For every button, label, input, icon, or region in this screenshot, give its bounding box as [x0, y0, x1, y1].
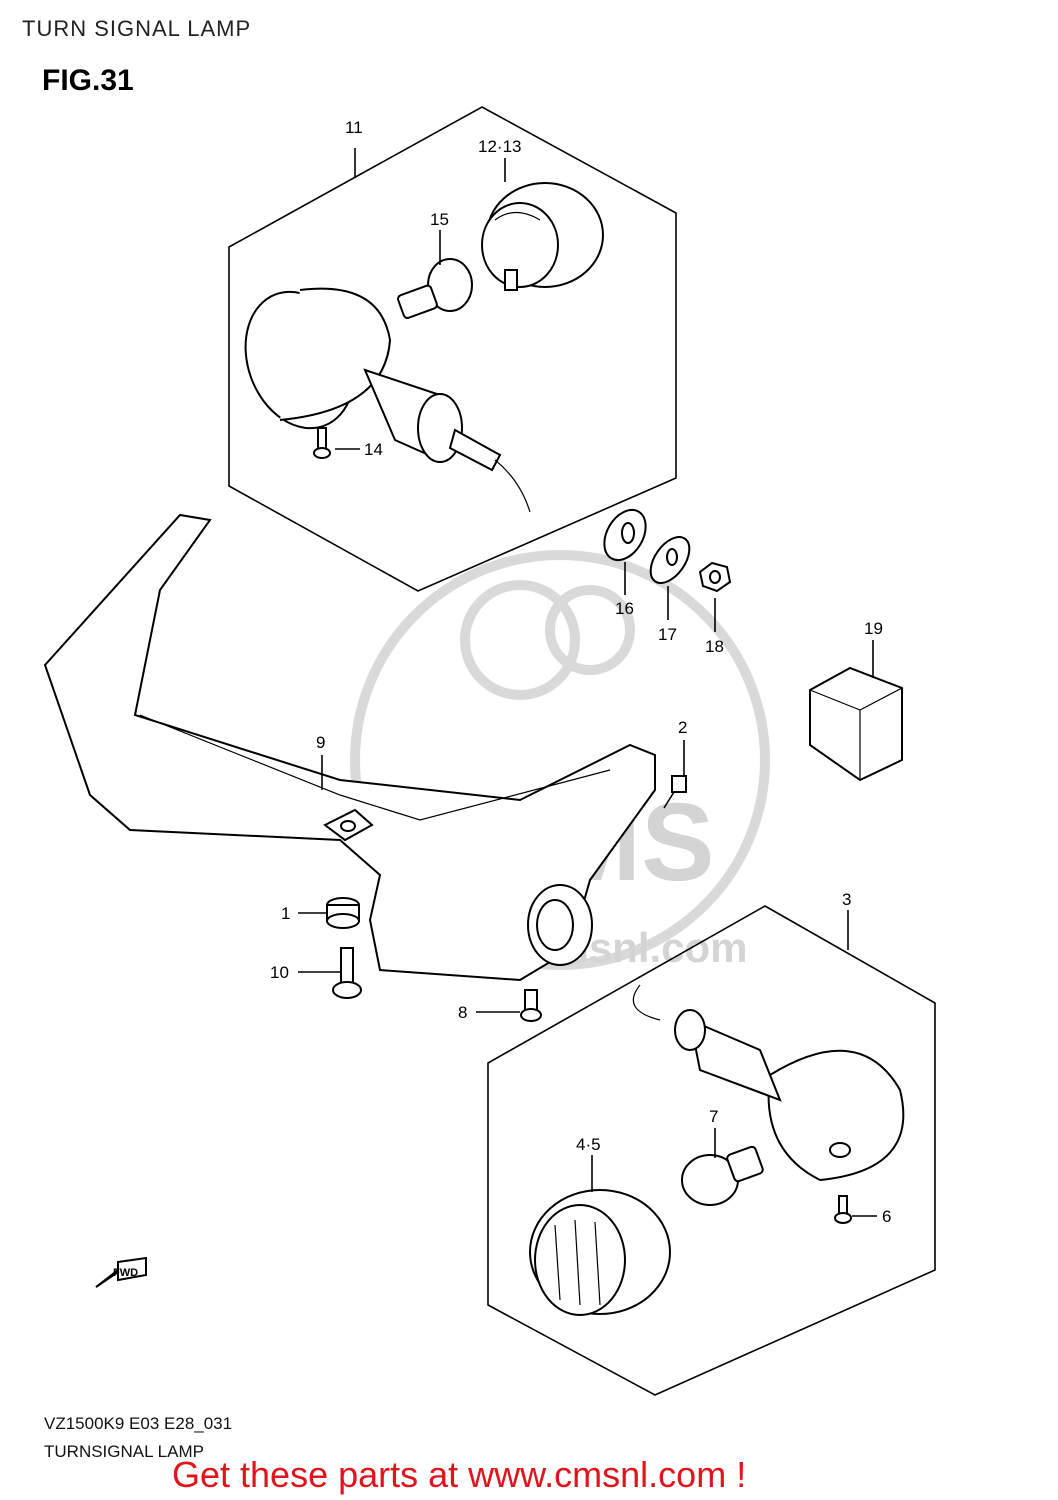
callout-16: 16 [615, 599, 634, 618]
callout-1: 1 [281, 904, 290, 923]
leader-lines [298, 148, 877, 1217]
grommet-1[interactable] [326, 897, 360, 929]
bulb-15[interactable] [397, 258, 473, 319]
lens-4-5[interactable] [529, 1189, 671, 1316]
screw-14[interactable] [313, 427, 331, 459]
callout-labels: 11 12·13 15 14 16 17 18 19 2 9 1 10 8 3 … [270, 118, 891, 1226]
screw-6[interactable] [834, 1195, 852, 1224]
bulb-7[interactable] [681, 1145, 764, 1206]
promo-link[interactable]: Get these parts at www.cmsnl.com ! [172, 1454, 747, 1495]
callout-14: 14 [364, 440, 383, 459]
forward-arrow-icon: FWD [95, 1256, 147, 1288]
callout-8: 8 [458, 1003, 467, 1022]
group-box-11 [228, 106, 677, 592]
lower-lamp-housing[interactable] [632, 984, 905, 1182]
callout-12-13: 12·13 [478, 137, 521, 156]
callout-6: 6 [882, 1207, 891, 1226]
callout-18: 18 [705, 637, 724, 656]
group-box-3 [487, 905, 936, 1396]
bracket-9[interactable] [43, 513, 656, 982]
callout-17: 17 [658, 625, 677, 644]
diagram-name: TURNSIGNAL LAMP [44, 1442, 204, 1461]
callout-19: 19 [864, 619, 883, 638]
callout-7: 7 [709, 1107, 718, 1126]
relay-19[interactable] [809, 666, 903, 782]
screw-8[interactable] [520, 989, 542, 1022]
figure-label: FIG.31 [42, 64, 134, 97]
callout-11: 11 [345, 118, 363, 137]
callout-15: 15 [430, 210, 449, 229]
callout-4-5: 4·5 [576, 1135, 601, 1154]
page-title: TURN SIGNAL LAMP [22, 16, 252, 41]
model-code: VZ1500K9 E03 E28_031 [44, 1414, 233, 1433]
lens-12-13[interactable] [481, 182, 604, 291]
forward-arrow-label: FWD [113, 1267, 138, 1279]
nut-18[interactable] [698, 561, 732, 593]
callout-2: 2 [678, 718, 687, 737]
washer-16[interactable] [596, 503, 654, 568]
callout-9: 9 [316, 733, 325, 752]
callout-3: 3 [842, 890, 851, 909]
screw-2[interactable] [663, 775, 687, 809]
washer-17[interactable] [643, 530, 697, 590]
bolt-10[interactable] [332, 947, 362, 999]
upper-lamp-housing[interactable] [227, 276, 531, 513]
callout-10: 10 [270, 963, 289, 982]
